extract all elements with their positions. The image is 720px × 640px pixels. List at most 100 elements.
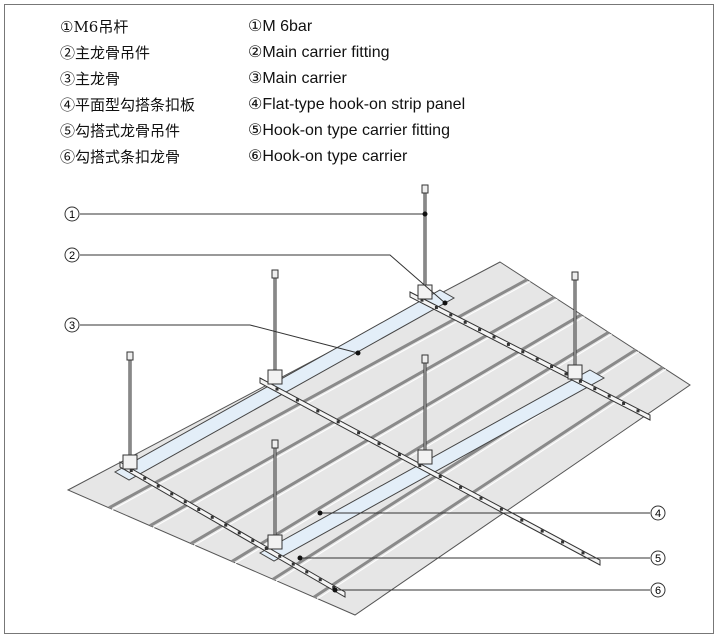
carrier-slot: [564, 372, 568, 376]
legend-en-item: ⑤Hook-on type carrier fitting: [248, 122, 450, 139]
carrier-fitting: [267, 369, 283, 385]
carrier-slot: [438, 474, 442, 478]
carrier-fitting: [122, 454, 138, 470]
carrier-slot: [377, 442, 381, 446]
svg-text:5: 5: [655, 553, 661, 565]
leader-3: [80, 324, 359, 354]
carrier-slot: [550, 365, 554, 369]
carrier-slot: [506, 342, 510, 346]
strip-highlight: [316, 369, 667, 600]
carrier-slot: [278, 554, 282, 558]
carrier-slot: [593, 387, 597, 391]
carrier-slot: [578, 379, 582, 383]
legend-zh-item: ④平面型勾搭条扣板: [60, 96, 196, 114]
leader-2: [80, 254, 446, 304]
carrier-slot: [295, 398, 299, 402]
carrier-slot: [251, 539, 255, 543]
legend-en-item: ⑥Hook-on type carrier: [248, 148, 408, 165]
legend-en-item: ④Flat-type hook-on strip panel: [248, 96, 466, 113]
carrier-slot: [479, 496, 483, 500]
svg-text:6: 6: [655, 585, 661, 597]
strip-joint: [190, 313, 583, 545]
strip-joint: [231, 331, 610, 563]
carrier-slot: [237, 531, 241, 535]
rod-nut: [271, 439, 279, 449]
carrier-slot: [224, 523, 228, 527]
carrier-slot: [459, 485, 463, 489]
carrier-slot: [397, 453, 401, 457]
strip-highlight: [193, 316, 585, 547]
legend-zh-item: ⑥勾搭式条扣龙骨: [60, 148, 181, 166]
rod-nut: [421, 184, 429, 194]
carrier-slot: [492, 335, 496, 339]
legend-english: ①M 6bar ②Main carrier fitting ③Main carr…: [248, 14, 465, 170]
callout-badges: 1 2 3 4 5 6: [64, 206, 666, 598]
strip-joint: [313, 366, 664, 599]
carrier-slot: [499, 507, 503, 511]
carrier-slot: [357, 431, 361, 435]
carrier-slot: [197, 508, 201, 511]
carrier-slot: [170, 492, 174, 496]
carrier-fitting: [567, 364, 583, 380]
legend-en-item: ①M 6bar: [248, 18, 313, 35]
rod-nut: [571, 271, 579, 281]
legend-chinese: ①M6吊杆 ②主龙骨吊件 ③主龙骨 ④平面型勾搭条扣板 ⑤勾搭式龙骨吊件 ⑥勾搭…: [60, 14, 195, 170]
carrier-fitting: [417, 449, 433, 465]
carrier-slot: [581, 551, 585, 555]
carrier-fitting: [267, 534, 283, 550]
hook-on-carrier: [259, 377, 601, 566]
carrier-slot: [607, 394, 611, 398]
hanger-rods: [122, 184, 583, 550]
carrier-slot: [478, 328, 482, 332]
carrier-slot: [210, 515, 214, 519]
legend-en-item: ③Main carrier: [248, 70, 347, 87]
rod-nut: [421, 354, 429, 364]
carrier-slot: [316, 409, 320, 413]
callout-6: 6: [650, 582, 666, 598]
legend-zh-item: ②主龙骨吊件: [60, 44, 151, 62]
carrier-slot: [561, 540, 565, 544]
carrier-slot: [275, 387, 279, 391]
callout-leaders: [80, 213, 650, 591]
carrier-fitting: [417, 284, 433, 300]
rod-nut: [126, 351, 134, 361]
legend-en-item: ②Main carrier fitting: [248, 44, 390, 61]
carrier-slot: [156, 484, 160, 488]
svg-text:3: 3: [69, 320, 75, 332]
svg-text:1: 1: [69, 209, 75, 221]
carrier-slot: [636, 409, 640, 413]
carrier-slot: [540, 529, 544, 533]
carrier-slot: [463, 320, 467, 324]
carrier-slot: [291, 562, 295, 566]
carrier-slot: [183, 500, 187, 504]
carrier-slot: [420, 298, 424, 302]
carrier-slot: [332, 586, 336, 589]
callout-2: 2: [64, 247, 80, 263]
legend-zh-item: ①M6吊杆: [60, 18, 129, 36]
svg-text:2: 2: [69, 250, 75, 262]
main-carrier: [113, 289, 456, 481]
callout-4: 4: [650, 505, 666, 521]
border-frame: [4, 4, 714, 634]
carrier-slot: [520, 518, 524, 522]
carrier-slot: [521, 350, 525, 354]
carrier-slot: [336, 420, 340, 424]
callout-3: 3: [64, 317, 80, 333]
carrier-slot: [418, 464, 422, 468]
legend-zh-item: ③主龙骨: [60, 70, 121, 88]
carrier-slot: [434, 306, 438, 310]
callout-5: 5: [650, 550, 666, 566]
legend-zh-item: ⑤勾搭式龙骨吊件: [60, 122, 181, 140]
rod-nut: [271, 269, 279, 279]
carrier-slot: [305, 570, 309, 574]
strip-highlight: [234, 333, 612, 564]
carrier-slot: [622, 401, 626, 405]
carrier-slot: [143, 476, 147, 480]
carrier-slot: [129, 469, 133, 472]
svg-text:4: 4: [655, 508, 661, 520]
carrier-slot: [318, 578, 322, 582]
carrier-slot: [535, 357, 539, 361]
carrier-slot: [449, 313, 453, 317]
